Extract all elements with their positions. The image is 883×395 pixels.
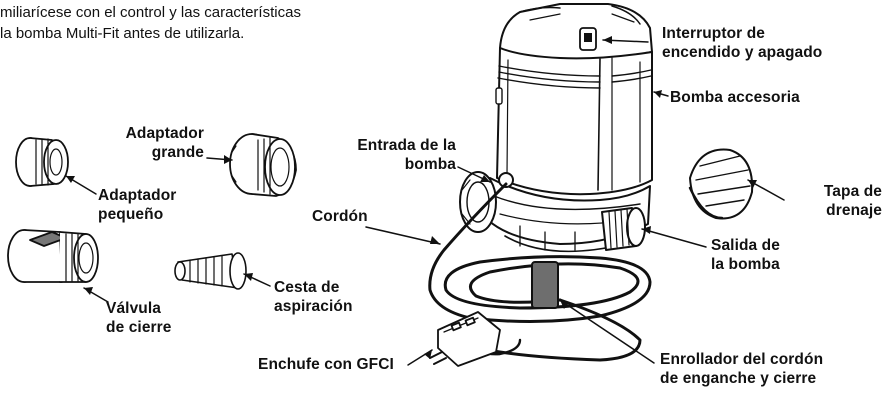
label-pump-outlet: Salida de la bomba — [711, 237, 780, 273]
label-shutoff-valve: Válvula de cierre — [106, 300, 172, 336]
valve-illustration — [7, 229, 99, 283]
label-large-adapter: Adaptador grande — [125, 125, 204, 161]
label-cord-wrap: Enrollador del cordón de enganche y cier… — [660, 351, 824, 387]
label-power-switch: Interruptor de encendido y apagado — [662, 25, 823, 61]
label-accessory-pump: Bomba accesoria — [670, 89, 800, 106]
intro-line-2: la bomba Multi-Fit antes de utilizarla. — [0, 25, 245, 42]
label-drain-cap: Tapa de drenaje — [823, 183, 882, 219]
label-cord: Cordón — [312, 208, 368, 225]
label-small-adapter: Adaptador pequeño — [98, 187, 177, 223]
cord-wrap-strap — [531, 261, 559, 309]
label-gfci-plug: Enchufe con GFCI — [258, 356, 394, 373]
label-pump-inlet: Entrada de la bomba — [357, 137, 456, 173]
pump-illustration — [459, 3, 653, 253]
intro-paragraph: miliarícese con el control y las caracte… — [0, 2, 360, 44]
small-adapter-illustration — [15, 137, 69, 187]
leader-arrowheads — [66, 36, 757, 359]
large-adapter-illustration — [229, 133, 297, 197]
intro-line-1: miliarícese con el control y las caracte… — [0, 4, 301, 21]
basket-illustration — [174, 252, 247, 290]
drain-cap-illustration — [688, 148, 754, 220]
label-suction-basket: Cesta de aspiración — [274, 279, 353, 315]
gfci-plug-illustration — [429, 311, 501, 367]
